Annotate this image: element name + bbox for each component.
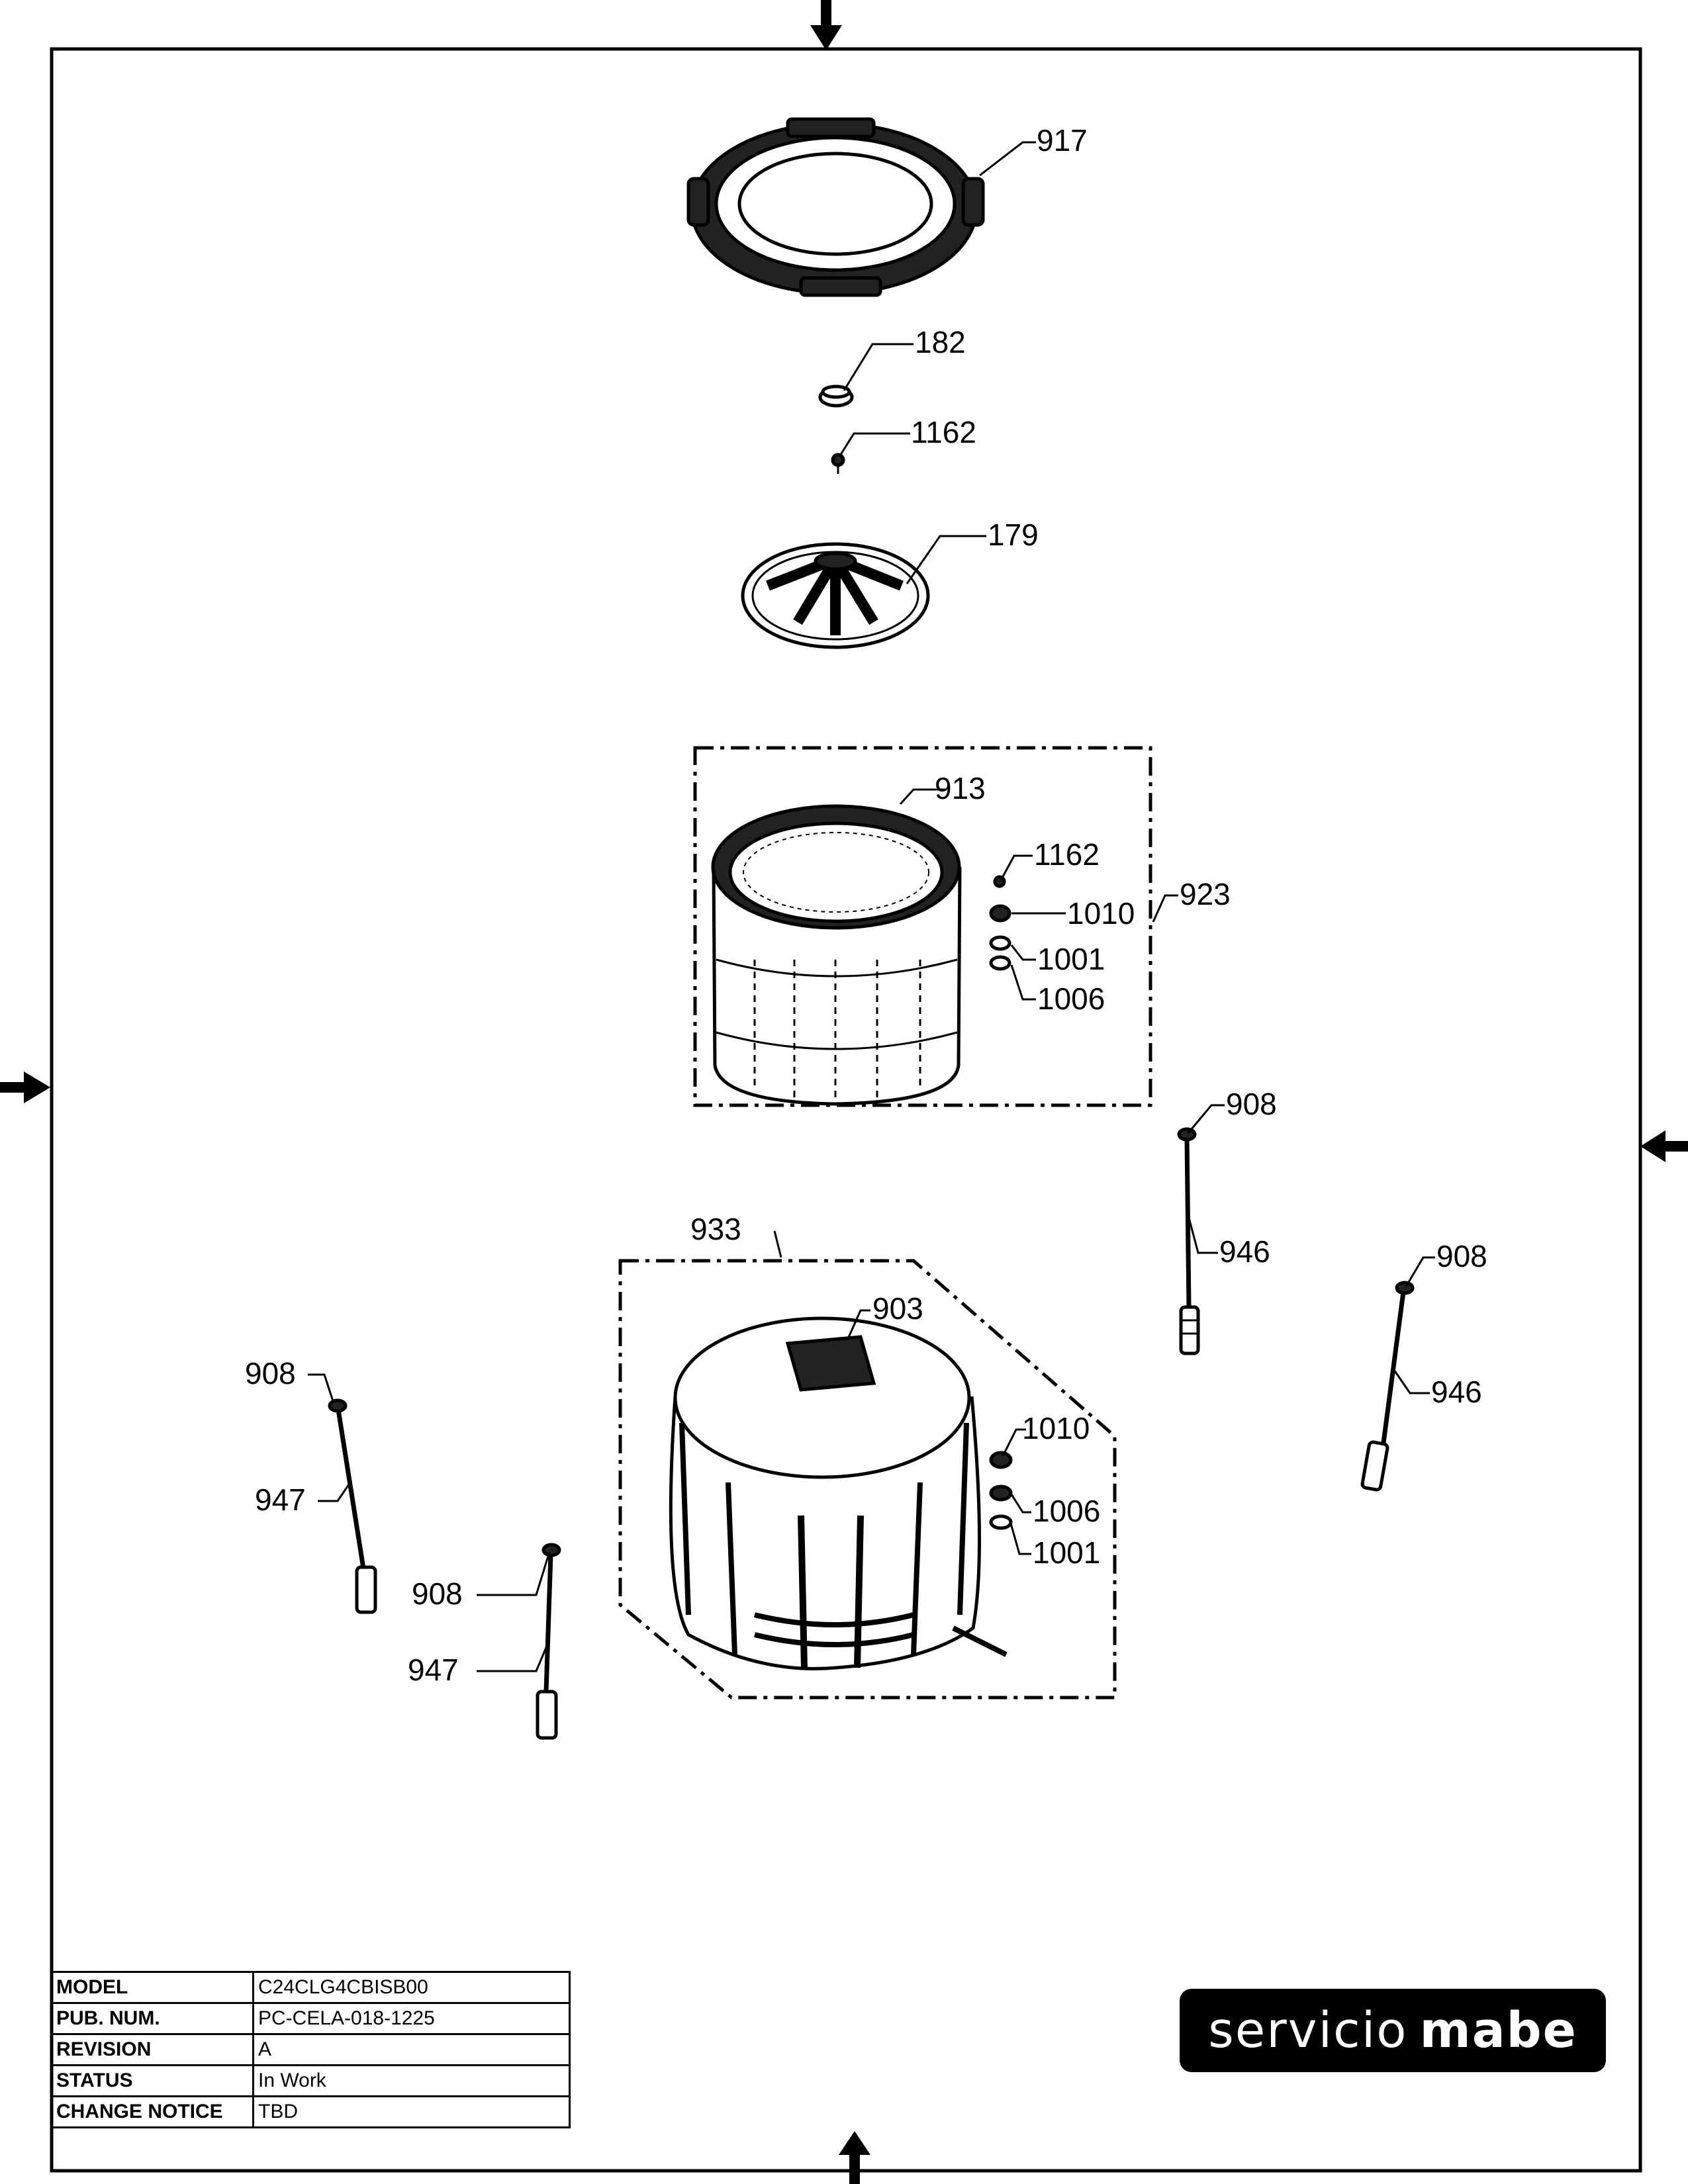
callout-1162: 1162 [911, 415, 976, 449]
part-hardware-upper [989, 875, 1011, 971]
callout-1006: 1006 [1033, 1494, 1100, 1528]
change-notice-label: CHANGE NOTICE [50, 2095, 254, 2128]
callout-1162: 1162 [1034, 837, 1100, 872]
revision-label: REVISION [50, 2033, 254, 2066]
part-913-basket [711, 804, 962, 1106]
part-946-rod-center [1177, 1127, 1200, 1355]
title-block-row: PUB. NUM.PC-CELA-018-1225 [50, 2002, 571, 2035]
assembly-933-boundary [618, 1259, 1117, 1700]
revision-value: A [252, 2033, 571, 2066]
centering-arrow-bottom [839, 2131, 870, 2184]
callout-908: 908 [1436, 1239, 1487, 1273]
part-903-tub [669, 1316, 1008, 1670]
model-label: MODEL [50, 1971, 254, 2004]
assembly-923-boundary [693, 746, 1152, 1107]
part-917-ring [686, 117, 985, 297]
callout-908: 908 [412, 1576, 463, 1611]
callout-1010: 1010 [1022, 1411, 1090, 1445]
leader-lines [308, 141, 1435, 1672]
callout-933: 933 [690, 1212, 741, 1246]
centering-arrow-right [1640, 1130, 1688, 1162]
callout-labels: 917 182 1162 179 913 1162 1010 923 1001 … [245, 123, 1487, 1687]
callout-947: 947 [408, 1653, 459, 1687]
callout-908: 908 [1226, 1087, 1277, 1121]
model-value: C24CLG4CBISB00 [252, 1971, 571, 2004]
callout-913: 913 [935, 771, 986, 805]
status-value: In Work [252, 2064, 571, 2097]
part-179-impeller [741, 542, 930, 649]
part-947-rod-mid [536, 1543, 561, 1740]
pub-num-value: PC-CELA-018-1225 [252, 2002, 571, 2035]
callout-182: 182 [915, 325, 966, 359]
part-1162-screw [831, 453, 845, 474]
part-946-rod-right [1360, 1281, 1415, 1492]
callout-947: 947 [255, 1482, 306, 1517]
callout-903: 903 [872, 1291, 923, 1326]
callout-908: 908 [245, 1356, 296, 1390]
callout-1010: 1010 [1067, 896, 1135, 931]
callout-1001: 1001 [1033, 1535, 1100, 1570]
drawing-frame [50, 47, 1642, 2173]
part-hardware-lower [989, 1451, 1013, 1530]
logo-text-mabe: mabe [1419, 2002, 1577, 2059]
callout-946: 946 [1431, 1375, 1482, 1409]
callout-917: 917 [1037, 123, 1088, 158]
status-label: STATUS [50, 2064, 254, 2097]
logo-text-servicio: servicio [1208, 2002, 1408, 2059]
change-notice-value: TBD [252, 2095, 571, 2128]
callout-1006: 1006 [1037, 981, 1105, 1016]
callout-946: 946 [1219, 1234, 1270, 1269]
part-947-rod-left [328, 1398, 377, 1614]
callout-923: 923 [1180, 877, 1231, 911]
part-182 [818, 385, 854, 408]
centering-arrow-top [810, 0, 842, 50]
centering-arrow-left [0, 1071, 50, 1103]
pub-num-label: PUB. NUM. [50, 2002, 254, 2035]
callout-1001: 1001 [1037, 942, 1105, 976]
callout-179: 179 [988, 518, 1039, 552]
